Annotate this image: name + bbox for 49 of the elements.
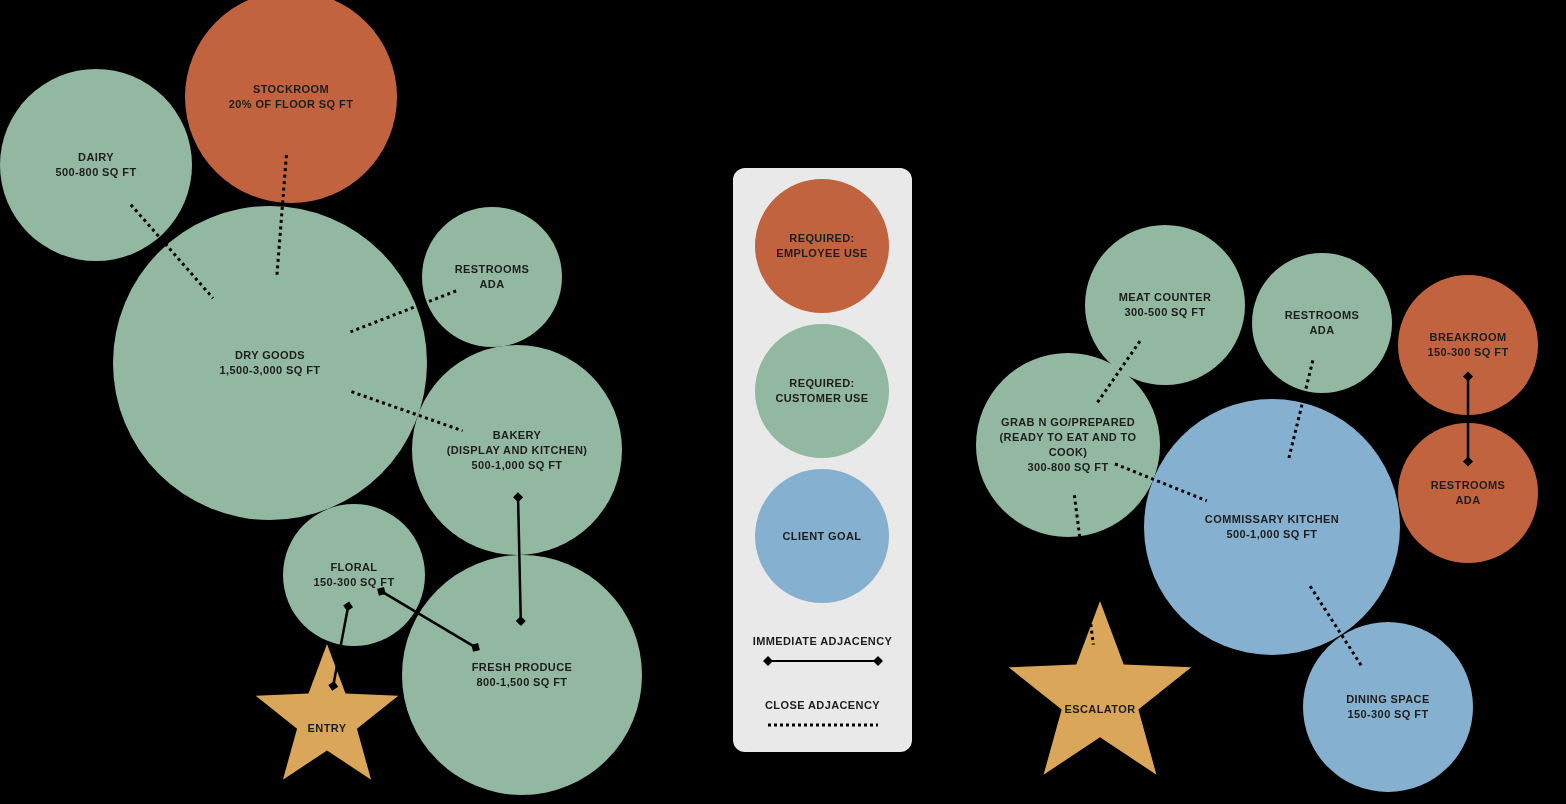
- legend-label: REQUIRED: EMPLOYEE USE: [775, 231, 869, 261]
- space-label: ADA: [1309, 323, 1335, 338]
- solid-connector: [328, 601, 354, 691]
- dotted-connector: [1287, 360, 1315, 459]
- space-label: FRESH PRODUCE: [471, 660, 573, 675]
- dotted-connector: [129, 203, 215, 300]
- space-label: RESTROOMS: [1430, 478, 1506, 493]
- space-label: DRY GOODS: [234, 348, 306, 363]
- space-label: DINING SPACE: [1346, 692, 1430, 707]
- space-label: 300-500 SQ FT: [1124, 305, 1206, 320]
- dotted-connector: [1095, 340, 1142, 405]
- dotted-connector: [350, 390, 464, 433]
- space-label: RESTROOMS: [454, 262, 530, 277]
- space-label: 500-800 SQ FT: [55, 165, 137, 180]
- legend-label: CLIENT GOAL: [782, 528, 862, 544]
- legend-label: IMMEDIATE ADJACENCY: [751, 634, 894, 649]
- space-label: BREAKROOM: [1429, 330, 1507, 345]
- space-label: DAIRY: [78, 150, 114, 165]
- legend-label: REQUIRED: CUSTOMER USE: [774, 376, 870, 406]
- solid-connector: [377, 587, 480, 652]
- space-label: MEAT COUNTER: [1118, 290, 1212, 305]
- dotted-connector: [275, 155, 288, 278]
- space-label: (DISPLAY AND KITCHEN): [446, 442, 588, 458]
- dotted-connector: [349, 289, 457, 334]
- legend-label: CLOSE ADJACENCY: [764, 698, 881, 713]
- space-label: 150-300 SQ FT: [1427, 345, 1509, 360]
- space-label: 20% OF FLOOR SQ FT: [228, 97, 354, 112]
- solid-connector: [1463, 371, 1473, 467]
- space-label: GRAB N GO/PREPARED (READY TO EAT AND TO COOK): [998, 415, 1138, 460]
- space-label: 500-1,000 SQ FT: [471, 457, 563, 473]
- space-label: STOCKROOM: [252, 82, 330, 97]
- space-label: 500-1,000 SQ FT: [1226, 527, 1318, 542]
- space-label: ADA: [479, 277, 505, 292]
- space-label: 800-1,500 SQ FT: [476, 675, 568, 690]
- space-label: ADA: [1455, 493, 1481, 508]
- space-label: 150-300 SQ FT: [1347, 707, 1429, 722]
- space-label: ESCALATOR: [1064, 701, 1136, 717]
- space-label: COMMISSARY KITCHEN: [1204, 512, 1340, 527]
- space-label: 150-300 SQ FT: [313, 575, 395, 590]
- space-label: 1,500-3,000 SQ FT: [219, 363, 321, 378]
- space-label: BAKERY: [492, 427, 542, 443]
- space-label: RESTROOMS: [1284, 308, 1360, 323]
- dotted-connector: [1308, 585, 1364, 669]
- dotted-connector: [1114, 462, 1208, 503]
- dotted-connector: [1072, 495, 1095, 645]
- solid-connector: [513, 492, 526, 626]
- space-label: ENTRY: [307, 720, 347, 736]
- space-label: 300-800 SQ FT: [1027, 460, 1109, 475]
- space-label: FLORAL: [330, 560, 378, 575]
